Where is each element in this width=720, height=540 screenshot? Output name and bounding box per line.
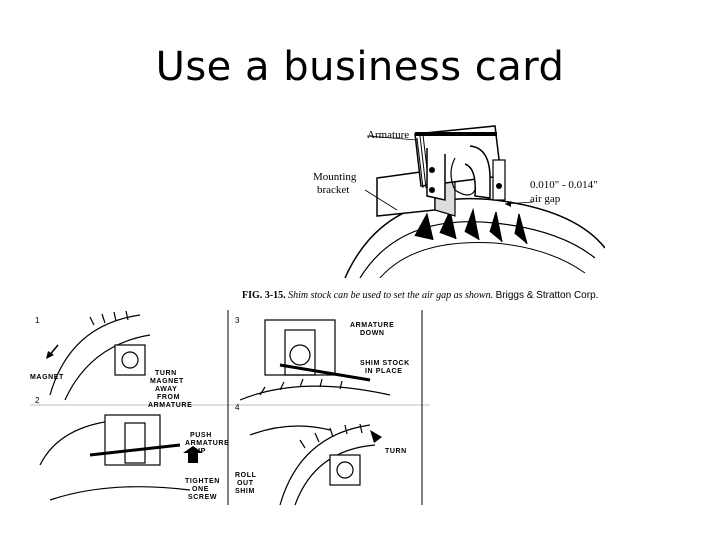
tighten-label-2: ONE — [192, 486, 209, 493]
roll-label-1: ROLL — [235, 472, 257, 479]
mounting-label: Mounting — [313, 171, 357, 183]
armature-down-label-2: DOWN — [360, 330, 385, 337]
turn-magnet-label-4: FROM — [157, 394, 180, 401]
armature-label: Armature — [367, 129, 409, 141]
figure-number: FIG. 3-15. — [242, 290, 286, 301]
figure-credit: Briggs & Stratton Corp. — [495, 290, 599, 301]
air-gap-label: air gap — [530, 193, 561, 205]
armature-air-gap-illustration: Armature Mounting bracket 0.010" - 0.014… — [313, 125, 605, 278]
bracket-label: bracket — [317, 184, 349, 196]
push-label-1: PUSH — [190, 432, 212, 439]
turn-magnet-label-5: ARMATURE — [148, 402, 192, 409]
slide-title: Use a business card — [155, 44, 565, 90]
turn-magnet-label-3: AWAY — [155, 386, 177, 393]
armature-down-label-1: ARMATURE — [350, 322, 394, 329]
shim-label-2: IN PLACE — [365, 368, 402, 375]
gap-value-label: 0.010" - 0.014" — [530, 179, 598, 191]
panel-1-number: 1 — [35, 316, 40, 325]
push-label-3: UP — [195, 448, 206, 455]
turn-label: TURN — [385, 448, 407, 455]
panel-2-number: 2 — [35, 396, 40, 405]
roll-label-3: SHIM — [235, 488, 255, 495]
tighten-label-3: SCREW — [188, 494, 217, 501]
figure-caption: FIG. 3-15. Shim stock can be used to set… — [242, 290, 598, 301]
shim-label-1: SHIM STOCK — [360, 360, 410, 367]
push-label-2: ARMATURE — [185, 440, 229, 447]
tighten-label-1: TIGHTEN — [185, 478, 220, 485]
panel-4-number: 4 — [235, 403, 240, 412]
panel-3-number: 3 — [235, 316, 240, 325]
shim-procedure-illustration: 1 TURN MAGNET AWAY FROM ARMATURE MAGNET … — [30, 310, 430, 506]
figure-text: Shim stock can be used to set the air ga… — [288, 290, 494, 301]
turn-magnet-label-1: TURN — [155, 370, 177, 377]
roll-label-2: OUT — [237, 480, 254, 487]
turn-magnet-label-2: MAGNET — [150, 378, 184, 385]
magnet-label: MAGNET — [30, 374, 64, 381]
